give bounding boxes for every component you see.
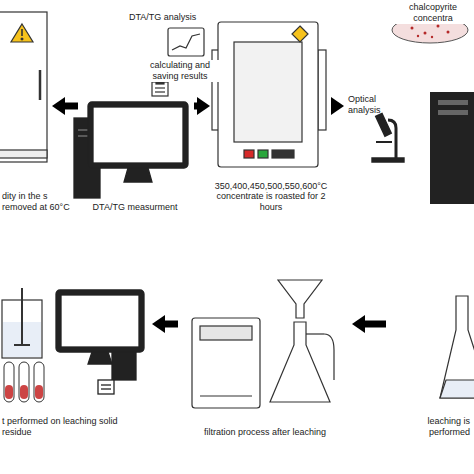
- step-caption: dity in the s removed at 60°C: [2, 191, 74, 213]
- test-tubes: [4, 362, 44, 402]
- leaching-flask: [440, 296, 474, 398]
- process-step: leaching is performed: [388, 280, 472, 440]
- step-caption: Optical analysis: [348, 94, 392, 116]
- step-caption: 350,400,450,500,550,600°C concentrate is…: [214, 181, 328, 213]
- annotation-label: DTA/TG analysis: [128, 12, 197, 23]
- process-step: t performed on leaching solid residue: [0, 282, 150, 440]
- flow-arrow: [64, 103, 78, 110]
- step-caption: DTA/TG measurment: [93, 202, 178, 213]
- annotation-label: calculating and saving results: [140, 60, 220, 82]
- process-step: DTA/TG measurment: [78, 98, 192, 215]
- flow-arrow: [194, 103, 198, 110]
- step-caption: filtration process after leaching: [204, 427, 326, 438]
- vacuum-pump: [192, 318, 260, 408]
- step-caption: leaching is performed: [390, 416, 470, 438]
- roasting-furnace: [212, 22, 326, 167]
- flow-arrow: [364, 321, 386, 328]
- computer: [56, 290, 144, 394]
- step-caption: t performed on leaching solid residue: [2, 416, 148, 438]
- computer-tower: [430, 92, 474, 204]
- leaching-beaker: [2, 288, 42, 358]
- drying-oven: [0, 12, 47, 162]
- process-step: filtration process after leaching: [180, 276, 350, 440]
- microscope: [372, 113, 404, 162]
- process-step: Optical analysis: [346, 92, 474, 212]
- computer: [74, 102, 188, 198]
- flow-arrow: [164, 321, 178, 328]
- process-step: dity in the s removed at 60°C: [0, 10, 76, 215]
- process-step: 350,400,450,500,550,600°C concentrate is…: [212, 10, 330, 215]
- annotation-label: chalcopyrite concentra: [392, 2, 474, 24]
- filtration-flask: [270, 280, 334, 402]
